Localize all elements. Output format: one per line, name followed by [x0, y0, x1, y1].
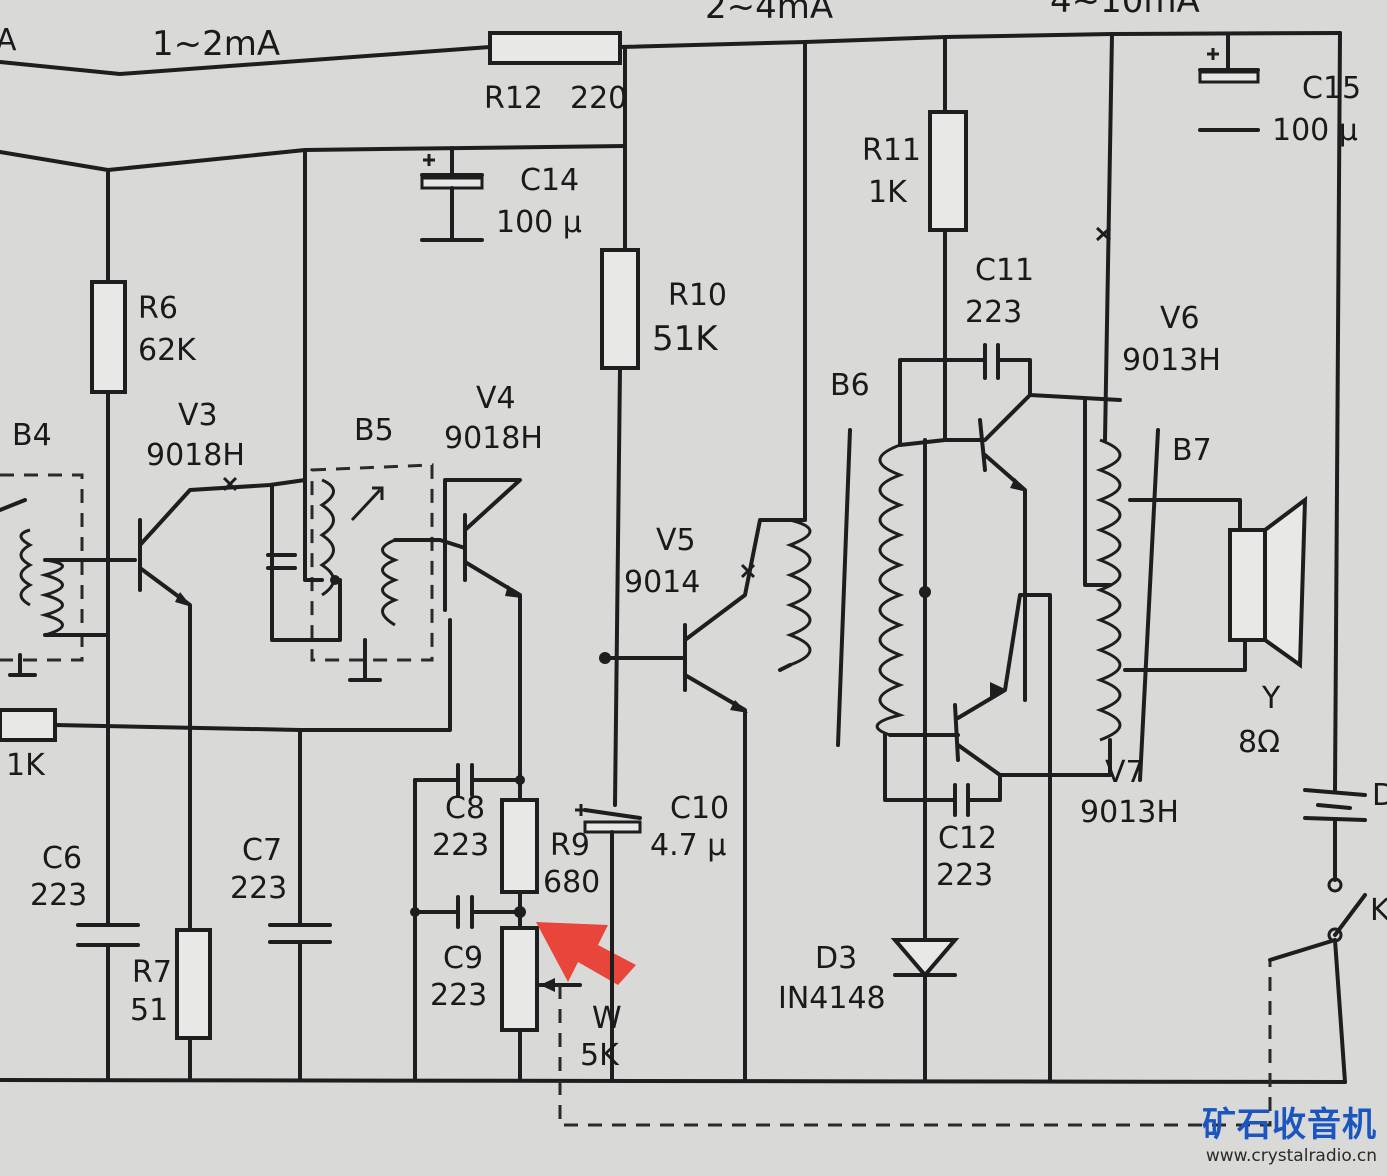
label-w-value: 5K: [580, 1038, 620, 1073]
capacitor-c15: [1198, 32, 1260, 132]
resistor-r6: [90, 168, 127, 927]
label-c15-name: C15: [1302, 71, 1361, 106]
label-v7-value: 9013H: [1080, 795, 1179, 830]
label-w-name: W: [592, 1001, 622, 1036]
label-c10-value: 4.7 μ: [650, 828, 726, 863]
label-current-a: A: [0, 23, 17, 58]
label-c14-value: 100 μ: [496, 205, 582, 240]
label-current-2-4ma: 2~4mA: [705, 0, 833, 27]
transistor-v4: [393, 478, 522, 782]
label-c7-value: 223: [230, 871, 287, 906]
label-c8-value: 223: [432, 828, 489, 863]
label-b6: B6: [830, 368, 870, 403]
label-v5-value: 9014: [624, 565, 700, 600]
label-c8-name: C8: [445, 791, 485, 826]
resistor-r9: [500, 778, 539, 927]
label-c9-name: C9: [443, 941, 483, 976]
label-v3-name: V3: [178, 398, 218, 433]
capacitor-c6: [76, 923, 140, 1082]
label-v6-name: V6: [1160, 301, 1200, 336]
transformer-b4: [0, 473, 137, 677]
label-y-name: Y: [1261, 681, 1281, 716]
label-d-edge: D: [1372, 778, 1387, 813]
capacitor-c7: [268, 728, 332, 1082]
transistor-v6: [978, 393, 1122, 702]
label-r7-name: R7: [132, 955, 172, 990]
capacitor-c14: [420, 146, 484, 242]
watermark-title: 矿石收音机: [1202, 1105, 1377, 1145]
label-b4: B4: [12, 418, 52, 453]
watermark-url: www.crystalradio.cn: [1205, 1146, 1377, 1166]
label-r6-name: R6: [138, 291, 178, 326]
resistor-r10: [600, 248, 640, 807]
label-v4-value: 9018H: [444, 421, 543, 456]
label-c12-value: 223: [936, 858, 993, 893]
label-r9-value: 680: [543, 865, 600, 900]
label-r12-value: 220: [570, 81, 627, 116]
label-current-4-10ma: 4~10mA: [1050, 0, 1200, 21]
label-c9-value: 223: [430, 978, 487, 1013]
resistor-1k: [0, 618, 452, 742]
site-watermark: 矿石收音机 www.crystalradio.cn: [1202, 1097, 1377, 1166]
capacitor-c10: [575, 804, 642, 1082]
label-current-1-2ma: 1~2mA: [152, 24, 280, 64]
label-b7: B7: [1172, 433, 1212, 468]
label-v6-value: 9013H: [1122, 343, 1221, 378]
label-d3-value: IN4148: [778, 981, 886, 1016]
transistor-v3: [138, 476, 307, 1082]
capacitor-c8: [413, 763, 522, 1082]
label-y-value: 8Ω: [1238, 725, 1280, 760]
label-c15-value: 100 μ: [1272, 113, 1358, 148]
label-r6-value: 62K: [138, 333, 197, 368]
label-c6-name: C6: [42, 841, 82, 876]
power-rails: [0, 31, 1347, 1084]
label-r9-name: R9: [550, 828, 590, 863]
label-b5: B5: [354, 413, 394, 448]
label-c7-name: C7: [242, 833, 282, 868]
label-d3-name: D3: [815, 941, 857, 976]
label-c11-name: C11: [975, 253, 1034, 288]
label-1k: 1K: [6, 748, 46, 783]
resistor-r12: [488, 31, 627, 252]
label-r12-name: R12: [484, 81, 543, 116]
red-arrow: [536, 922, 636, 985]
label-r7-value: 51: [130, 993, 168, 1028]
capacitor-c9: [410, 775, 526, 929]
labels: A 1~2mA 2~4mA 4~10mA R12 220 C15 100 μ C…: [0, 0, 1387, 1073]
label-c11-value: 223: [965, 295, 1022, 330]
label-v7-name: V7: [1105, 755, 1145, 790]
capacitor-c12: [883, 733, 1002, 817]
potentiometer-w: [500, 926, 1272, 1127]
label-v5-name: V5: [656, 523, 696, 558]
label-c14-name: C14: [520, 163, 579, 198]
label-v4-name: V4: [476, 381, 516, 416]
resistor-r7: [175, 928, 212, 1040]
transistor-v5: [599, 518, 792, 1082]
transformer-b7: [1083, 32, 1247, 782]
label-r10-name: R10: [668, 278, 727, 313]
label-k: K: [1370, 893, 1387, 928]
label-c6-value: 223: [30, 878, 87, 913]
label-r11-name: R11: [862, 133, 921, 168]
label-c10-name: C10: [670, 791, 729, 826]
label-r11-value: 1K: [868, 175, 908, 210]
battery-and-switch: [1268, 31, 1367, 1084]
label-r10-value: 51K: [652, 319, 719, 359]
label-v3-value: 9018H: [146, 438, 245, 473]
resistor-r11: [928, 35, 968, 442]
diode-d3: [890, 438, 960, 1082]
label-c12-name: C12: [938, 821, 997, 856]
transformer-b6: [778, 40, 1032, 747]
transformer-b5: [266, 148, 434, 682]
speaker-y: [1228, 495, 1308, 669]
